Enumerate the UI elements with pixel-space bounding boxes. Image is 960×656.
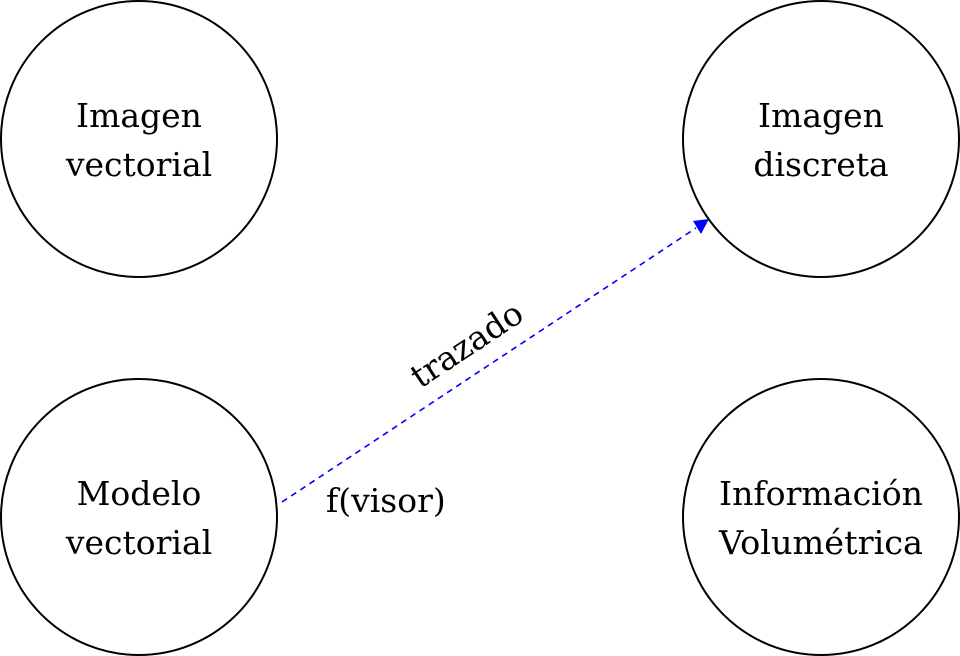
node-label-line1: Información <box>719 474 923 513</box>
edge-dashed-line <box>281 227 697 503</box>
node-label-line1: Imagen <box>758 96 884 135</box>
node-imagen-vectorial: Imagen vectorial <box>0 0 278 278</box>
node-circle <box>682 0 960 278</box>
node-label-line2: discreta <box>753 145 888 184</box>
node-circle <box>682 378 960 656</box>
node-label-line1: Imagen <box>76 96 202 135</box>
edge-trazado: trazado f(visor) <box>281 219 709 520</box>
node-circle <box>0 378 278 656</box>
node-label-line1: Modelo <box>77 474 202 513</box>
node-modelo-vectorial: Modelo vectorial <box>0 378 278 656</box>
node-imagen-discreta: Imagen discreta <box>682 0 960 278</box>
arrowhead-icon <box>693 219 709 234</box>
edge-sublabel: f(visor) <box>326 481 446 520</box>
node-label-line2: vectorial <box>65 145 212 184</box>
node-circle <box>0 0 278 278</box>
node-label-line2: Volumétrica <box>718 523 923 562</box>
node-informacion-volumetrica: Información Volumétrica <box>682 378 960 656</box>
node-label-line2: vectorial <box>65 523 212 562</box>
